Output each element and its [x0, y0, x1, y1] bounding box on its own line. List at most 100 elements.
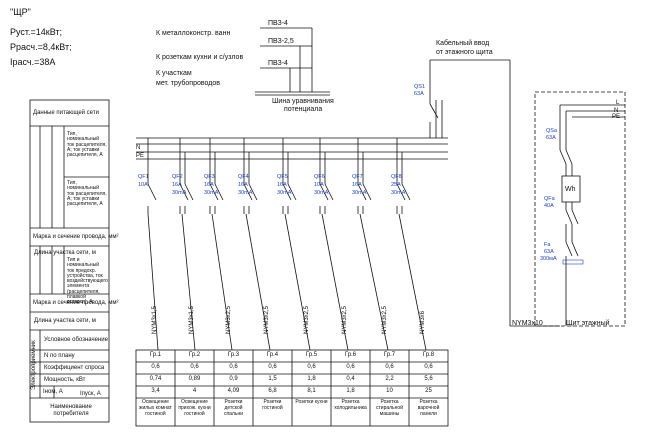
- bus-label-2: потенциала: [284, 106, 323, 113]
- group-3-i: 4,09: [227, 388, 240, 394]
- breaker-4-name: QF4: [238, 174, 249, 180]
- row-section-length-1: Длина участка сети, м: [34, 250, 96, 256]
- floor-panel-label: Щит этажный: [566, 320, 610, 327]
- group-8-n: Гр.8: [422, 352, 435, 358]
- floor-cable: NYM3x10: [512, 320, 543, 327]
- breaker-2-leak: 30mA: [172, 190, 187, 196]
- group-4-p: 1,5: [268, 376, 277, 382]
- group-2-i: 4: [192, 388, 197, 394]
- breaker-2-name: QF2: [172, 174, 183, 180]
- row-symbol: Условное обозначение: [44, 337, 108, 343]
- panel-title: "ЩР": [10, 7, 31, 17]
- meter-label: Wh: [565, 186, 576, 193]
- group-4-k: 0,6: [268, 364, 277, 370]
- design-current: Iрасч.=38А: [10, 57, 56, 67]
- left-table-frame: [29, 99, 110, 423]
- group-1-n: Гр.1: [149, 352, 162, 358]
- breaker-3-rating: 16A: [204, 182, 214, 188]
- group-8-name: Розетка варочной панели: [417, 399, 440, 417]
- group-6-p: 0,4: [346, 376, 355, 382]
- row-cable-mark-2: Марка и сечение провода, мм²: [33, 300, 119, 306]
- main-breaker-rating: 63A: [414, 91, 424, 97]
- floor-pe-label: PE: [612, 114, 621, 120]
- cable-label-group-8: NYM3x6: [420, 310, 426, 334]
- row-plan-number: N по плану: [44, 353, 75, 359]
- group-6-n: Гр.6: [344, 352, 357, 358]
- group-3-n: Гр.3: [227, 352, 240, 358]
- cable-entry-2: от этажного щита: [436, 49, 493, 56]
- cable-label-group-1: NYM3x1,5: [152, 305, 158, 334]
- cable-label-group-3: NYM3x2,5: [226, 305, 232, 334]
- bus-label-1: Шина уравнивания: [272, 98, 334, 105]
- cable-label-group-5: NYM3x2,5: [304, 305, 310, 334]
- group-8-i: 25: [425, 388, 432, 394]
- design-power: Ррасч.=8,4кВт;: [10, 42, 72, 52]
- row-demand-factor: Коэффициент спроса: [44, 365, 105, 371]
- breaker-1-rating: 10A: [138, 182, 148, 188]
- group-6-i: 1,8: [346, 388, 355, 394]
- meter-box: [561, 175, 581, 203]
- floor-panel-frame: [534, 91, 626, 327]
- breaker-5-leak: 30mA: [277, 190, 292, 196]
- main-breaker-name: QS1: [414, 84, 426, 90]
- side-label-receiver: Электроприемник: [31, 340, 37, 390]
- breaker-7-rating: 16A: [352, 182, 362, 188]
- row-start-current: Iпуск, А: [80, 391, 101, 397]
- group-5-name: Розетки кухни: [295, 399, 328, 405]
- group-5-n: Гр.5: [305, 352, 318, 358]
- row-consumer-name: Наименование потребителя: [50, 404, 92, 418]
- bus-n-label: N: [136, 145, 141, 151]
- row-nominal-current: Iном, А: [43, 389, 63, 395]
- floor-rcd-name: Fa: [544, 242, 551, 248]
- breaker-8-rating: 25A: [391, 182, 401, 188]
- group-3-p: 0,9: [229, 376, 238, 382]
- breaker-8-name: QF8: [391, 174, 402, 180]
- floor-l-label: L: [616, 100, 620, 106]
- group-7-n: Гр.7: [383, 352, 396, 358]
- group-2-n: Гр.2: [188, 352, 201, 358]
- group-2-name: Освещение прихож. кухни гостиной: [178, 399, 211, 417]
- group-8-k: 0,6: [424, 364, 433, 370]
- bus-pe-label: PE: [136, 153, 145, 159]
- floor-qs-name: QSa: [546, 128, 558, 134]
- breaker-4-rating: 16A: [238, 182, 248, 188]
- installed-power: Руст.=14кВт;: [10, 27, 63, 37]
- breaker-4-leak: 30mA: [238, 190, 253, 196]
- breaker-7-name: QF7: [352, 174, 363, 180]
- breaker-5-name: QF5: [277, 174, 288, 180]
- group-6-name: Розетка холодильника: [334, 399, 367, 411]
- breaker-7-leak: 30mA: [352, 190, 367, 196]
- floor-qs-rating: 63A: [546, 135, 556, 141]
- lead-kitchen-sockets: К розеткам кухни и с/узлов: [156, 54, 244, 61]
- floor-rcd-rating: 63A: [544, 249, 554, 255]
- group-6-k: 0,6: [346, 364, 355, 370]
- breaker-5-rating: 16A: [277, 182, 287, 188]
- floor-rcd-leak: 300мА: [540, 256, 557, 262]
- row-breaker-type-1: Тип, номинальный ток расцепителя, А; ток…: [67, 131, 107, 158]
- group-2-p: 0,89: [188, 376, 201, 382]
- cable-pv3-4-b: ПВЗ-4: [268, 60, 288, 67]
- cable-label-group-2: NYM3x1,5: [189, 305, 195, 334]
- group-1-name: Освещение жилых комнат гостиной: [139, 399, 172, 417]
- group-8-p: 5,6: [424, 376, 433, 382]
- group-3-name: Розетки детской спальни: [223, 399, 244, 417]
- cable-label-group-4: NYM3x2,5: [264, 305, 270, 334]
- floor-n-label: N: [614, 108, 619, 114]
- group-4-name: Розетки гостиной: [262, 399, 283, 411]
- group-4-n: Гр.4: [266, 352, 279, 358]
- breaker-1-name: QF1: [138, 174, 149, 180]
- breaker-3-leak: 30mA: [204, 190, 219, 196]
- row-cable-mark-1: Марка и сечение провода, мм²: [33, 234, 119, 240]
- group-1-i: 3,4: [151, 388, 160, 394]
- group-7-i: 10: [386, 388, 393, 394]
- group-7-p: 2,2: [385, 376, 394, 382]
- cable-label-group-6: NYM3x2,5: [342, 305, 348, 334]
- cable-pv3-2-5: ПВЗ-2,5: [268, 38, 294, 45]
- group-5-k: 0,6: [307, 364, 316, 370]
- floor-qf-name: QFa: [544, 196, 555, 202]
- group-1-k: 0,6: [151, 364, 160, 370]
- group-7-name: Розетка стиральной машины: [375, 399, 403, 417]
- row-breaker-type-2: Тип, номинальный ток расцепителя, А; ток…: [67, 180, 107, 207]
